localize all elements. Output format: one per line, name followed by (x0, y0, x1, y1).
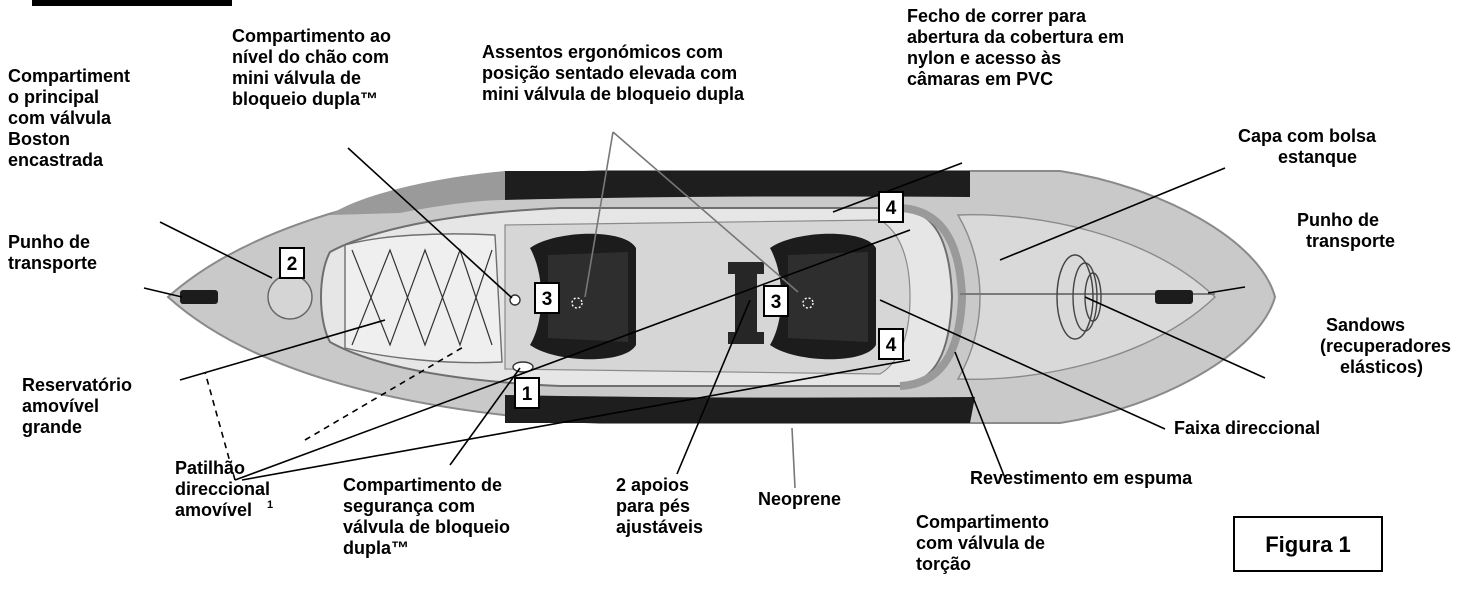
kayak-illustration (166, 170, 1277, 424)
badge-1: 1 (514, 377, 540, 409)
label-punho-direita: Punho de transporte (1297, 210, 1395, 251)
boston-valve (267, 274, 313, 320)
front-lacing (351, 248, 493, 347)
figure-label: Figura 1 (1233, 516, 1383, 572)
label-fecho: Fecho de correr para abertura da cobertu… (907, 6, 1129, 89)
header-bar (32, 0, 232, 6)
badge-4-top: 4 (878, 191, 904, 223)
label-patilhao: Patilhão direccional amovível (175, 458, 275, 520)
label-seguranca: Compartimento de segurança com válvula d… (343, 475, 515, 558)
seat-rear (770, 233, 876, 360)
floor-valve (509, 294, 521, 306)
label-sandows: Sandows (recuperadores elásticos) (1320, 315, 1456, 377)
label-revestimento: Revestimento em espuma (970, 468, 1193, 488)
badge-3-right: 3 (763, 285, 789, 317)
label-punho-esquerda: Punho de transporte (8, 232, 97, 273)
foam-coating (899, 204, 967, 390)
svg-text:1: 1 (522, 384, 533, 405)
svg-text:4: 4 (886, 335, 897, 356)
label-reservatorio: Reservatório amovível grande (22, 375, 137, 437)
svg-text:Figura 1: Figura 1 (1265, 532, 1351, 557)
label-faixa: Faixa direccional (1174, 418, 1320, 438)
label-compartimento-principal: Compartiment o principal com válvula Bos… (8, 66, 135, 170)
neoprene-top-band (505, 171, 970, 200)
svg-text:3: 3 (771, 292, 782, 313)
badge-3-left: 3 (534, 282, 560, 314)
svg-text:4: 4 (886, 198, 897, 219)
badge-2: 2 (279, 247, 305, 279)
svg-text:3: 3 (542, 289, 553, 310)
label-assentos: Assentos ergonómicos com posição sentado… (482, 42, 745, 104)
carry-handle-left (180, 290, 218, 304)
label-compartimento-chao: Compartimento ao nível do chão com mini … (232, 26, 396, 109)
label-capa: Capa com bolsa estanque (1238, 126, 1381, 167)
label-torcao: Compartimento com válvula de torção (916, 512, 1054, 574)
svg-text:2: 2 (287, 254, 298, 275)
label-patilhao-footnote: 1 (267, 499, 273, 511)
neoprene-bottom-band (505, 395, 975, 423)
leader-lines (143, 131, 1266, 489)
seat-front (530, 233, 636, 360)
label-apoios: 2 apoios para pés ajustáveis (616, 475, 703, 537)
neoprene-left-flare (330, 171, 505, 215)
carry-handle-right (1155, 290, 1193, 304)
badge-4-bottom: 4 (878, 328, 904, 360)
label-neoprene: Neoprene (758, 489, 841, 509)
